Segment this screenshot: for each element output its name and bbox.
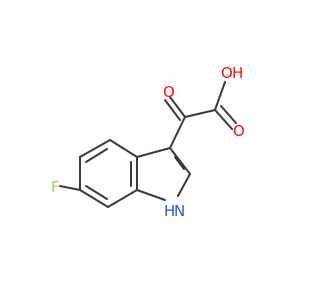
bond-ca-oh bbox=[214, 81, 226, 111]
atom-oh-h: H bbox=[232, 64, 243, 82]
bond-c5-c6 bbox=[79, 189, 109, 208]
bond-ca-o bbox=[214, 109, 233, 130]
atom-ketone-o: O bbox=[163, 83, 175, 101]
bond-c3a-c3 bbox=[136, 147, 171, 158]
background bbox=[0, 0, 300, 300]
atom-oh-o: O bbox=[221, 64, 233, 82]
atom-acid-o: O bbox=[233, 122, 245, 140]
atom-nitrogen-h: H bbox=[164, 202, 175, 220]
bond-n-c7a bbox=[136, 189, 166, 201]
bond-c3a-c4 bbox=[79, 139, 111, 158]
atom-fluorine: F bbox=[51, 178, 60, 196]
bond-c6-c7a bbox=[107, 189, 138, 208]
bond-c3-c2-double bbox=[174, 156, 185, 170]
atom-nitrogen: N bbox=[174, 202, 185, 220]
bond-ck-o bbox=[169, 96, 186, 118]
molecule-canvas: O H O O F N H bbox=[0, 0, 300, 300]
bond-c3a-c4-shared bbox=[109, 139, 138, 158]
bond-aromatic-2 bbox=[85, 185, 108, 200]
bond-aromatic-1 bbox=[85, 148, 108, 163]
molecule-structure: O H O O F N H bbox=[0, 0, 300, 300]
bond-c2-n bbox=[177, 173, 191, 197]
bond-c3-ck bbox=[169, 116, 186, 149]
bond-ca-o-double bbox=[220, 105, 237, 124]
bond-c-f bbox=[59, 185, 81, 191]
bonds bbox=[59, 81, 237, 208]
bond-ck-ca bbox=[184, 109, 216, 118]
bond-c3-c2 bbox=[169, 147, 191, 175]
bond-ck-o-double bbox=[164, 99, 181, 121]
